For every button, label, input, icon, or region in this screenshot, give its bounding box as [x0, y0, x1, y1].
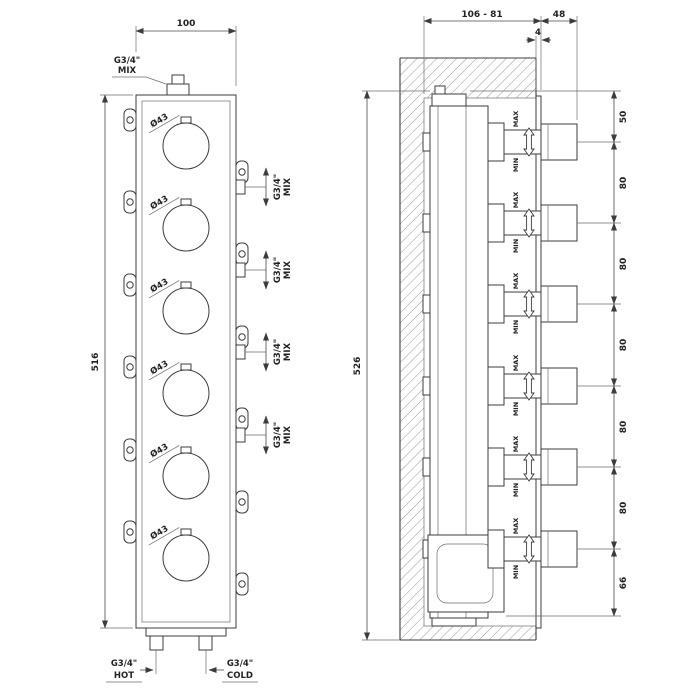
spacing-dim-3: 80 [619, 339, 629, 352]
knob-circle [162, 369, 210, 417]
knob-6: Ø43 [148, 523, 210, 582]
min-label: MIN [512, 158, 520, 172]
max-label: MAX [512, 355, 520, 372]
cartridge-6 [487, 529, 578, 569]
max-label: MAX [512, 111, 520, 128]
max-label: MAX [512, 518, 520, 535]
body-section-outline [429, 105, 489, 619]
spacing-dim-5: 80 [619, 502, 629, 515]
side-port-label-2: MIX [283, 342, 293, 361]
min-max-indicator-3: MAX MIN [512, 273, 535, 334]
side-port-label-2: MIX [283, 260, 293, 279]
spacing-dim-2: 80 [619, 258, 629, 271]
width-dim-label: 100 [177, 19, 196, 29]
top-mix-port: G3/4" MIX [112, 56, 190, 96]
dimension-height: 516 [91, 94, 133, 629]
min-label: MIN [512, 565, 520, 579]
side-port-4: G3/4" MIX [235, 415, 293, 455]
valve-body-section [422, 85, 505, 627]
knob-section [540, 530, 578, 568]
hot-label-1: G3/4" [111, 659, 137, 669]
knob-circle [162, 204, 210, 252]
knob-section [540, 204, 578, 242]
min-label: MIN [512, 402, 520, 416]
side-port-label-2: MIX [283, 425, 293, 444]
finishing-plate [535, 95, 542, 629]
min-max-indicator-5: MAX MIN [512, 436, 535, 497]
side-port-2: G3/4" MIX [235, 250, 293, 290]
dimension-section-height: 526 [353, 90, 430, 641]
cartridge-5 [487, 447, 578, 487]
height-dim-label: 516 [91, 353, 101, 372]
min-label: MIN [512, 320, 520, 334]
cartridge-4 [487, 366, 578, 406]
section-view: 106 - 81 48 4 526 [353, 10, 629, 641]
knob-section [540, 367, 578, 405]
side-port-label-1: G3/4" [273, 257, 283, 283]
knob-circle [162, 287, 210, 335]
side-port-label-1: G3/4" [273, 422, 283, 448]
cartridge-3 [487, 284, 578, 324]
side-port-label-1: G3/4" [273, 339, 283, 365]
dimension-width: 100 [135, 19, 237, 86]
min-max-indicator-2: MAX MIN [512, 192, 535, 253]
max-label: MAX [512, 273, 520, 290]
min-max-indicator-1: MAX MIN [512, 111, 535, 172]
knob-section [540, 448, 578, 486]
min-label: MIN [512, 239, 520, 253]
hot-port [149, 635, 164, 651]
plate-dim-label: 4 [535, 28, 541, 38]
cartridge-1 [487, 122, 578, 162]
knob-circle [162, 452, 210, 500]
spacing-dim-6: 66 [619, 577, 629, 590]
top-port-label-2: MIX [118, 66, 137, 76]
max-label: MAX [512, 192, 520, 209]
knob-circle [162, 122, 210, 170]
knob-section [540, 123, 578, 161]
side-port-label-2: MIX [283, 177, 293, 196]
section-height-dim-label: 526 [353, 357, 363, 376]
front-view: 100 516 G3/4" MIX [91, 19, 293, 683]
side-port-3: G3/4" MIX [235, 332, 293, 372]
max-label: MAX [512, 436, 520, 453]
spacing-dim-0: 50 [619, 111, 629, 124]
spacing-dim-1: 80 [619, 177, 629, 190]
side-port-1: G3/4" MIX [235, 167, 293, 207]
cold-label-1: G3/4" [227, 659, 253, 669]
knob-section [540, 285, 578, 323]
dimension-depth: 106 - 81 48 4 [423, 10, 578, 120]
mounting-ears-right [235, 160, 249, 596]
spacing-dim-4: 80 [619, 421, 629, 434]
cold-label-2: COLD [227, 671, 253, 681]
mounting-ears-left [123, 108, 137, 544]
top-port-label-1: G3/4" [114, 56, 140, 66]
side-port-label-1: G3/4" [273, 174, 283, 200]
cold-port [198, 635, 213, 651]
min-label: MIN [512, 483, 520, 497]
hot-label-2: HOT [114, 671, 134, 681]
min-max-indicator-4: MAX MIN [512, 355, 535, 416]
bottom-connections: G3/4" HOT G3/4" COLD [106, 650, 258, 683]
spacing-dimensions: 50 80 80 80 80 80 66 [470, 90, 629, 617]
depth-dim-label: 106 - 81 [461, 10, 502, 20]
knob-circle [162, 534, 210, 582]
knob-3: Ø43 [148, 276, 210, 335]
knob-depth-dim-label: 48 [553, 10, 566, 20]
min-max-indicator-6: MAX MIN [512, 518, 535, 579]
